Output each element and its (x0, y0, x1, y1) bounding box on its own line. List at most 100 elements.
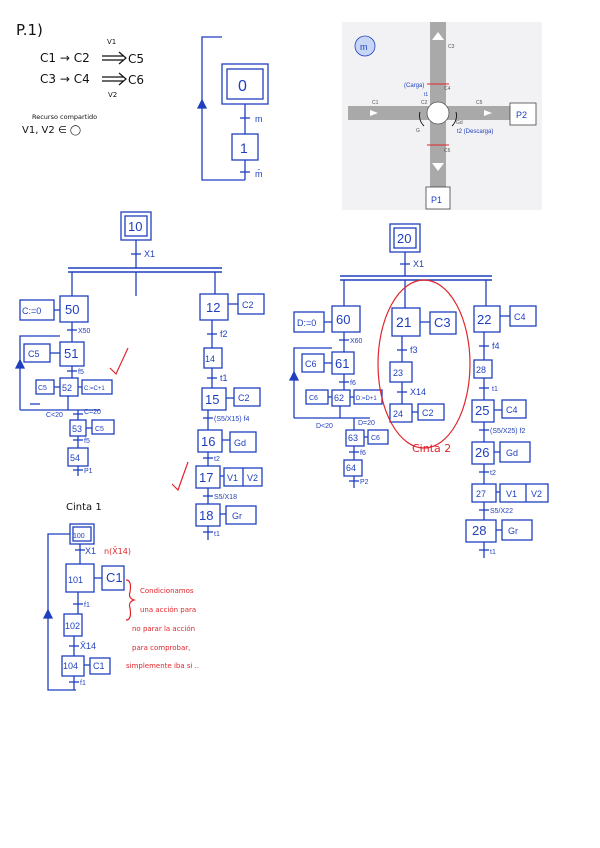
transition-17-label: S5/X18 (214, 494, 237, 501)
route-2-arrow-label: V2 (108, 91, 117, 99)
note-line-5: simplemente iba si .. (126, 662, 199, 670)
action-63-box (367, 429, 389, 445)
grafcet-right-labels: 20 X1 D:=0 60 X60 C6 61 f6 C6 62 D:=D+1 … (297, 231, 542, 556)
arrow-up-icon (196, 98, 208, 109)
step-27-label: 27 (476, 489, 486, 499)
grafcet-right (288, 223, 549, 558)
transition-21-label: f3 (410, 345, 418, 355)
step-102-box (63, 613, 83, 637)
arrow-up-icon (288, 370, 300, 381)
step-22-box (473, 305, 501, 333)
step-18-label: 18 (199, 508, 213, 523)
action-28-label: Gr (508, 526, 518, 536)
map-gd-label: Gd (456, 120, 463, 126)
note-line-4: para comprobar, (132, 644, 190, 652)
check-icon (171, 461, 189, 492)
action-21-label: C3 (434, 315, 451, 330)
map-c4-label: C4 (444, 86, 451, 92)
arrow-up-icon (432, 32, 444, 40)
transition-0-label: m (255, 114, 263, 124)
cinta-1-title: Cinta 1 (66, 502, 102, 513)
step-0-inner (226, 68, 264, 100)
layout-map (342, 22, 542, 210)
action-101-box (101, 565, 125, 591)
action-53-label: C5 (95, 426, 104, 433)
step-15-box (201, 387, 227, 411)
station-p1-box (425, 186, 451, 210)
action-63-label: C6 (371, 435, 380, 442)
step-12-box (199, 293, 229, 321)
step-63-box (345, 429, 365, 447)
action-17a-label: V1 (227, 473, 238, 483)
step-61-box (331, 351, 355, 375)
loop-back-line (293, 347, 332, 418)
action-22-box (509, 305, 537, 327)
transition-22-label: f4 (492, 341, 500, 351)
shared-resource-expr: V1, V2 ∈ ◯ (22, 125, 81, 136)
double-arrow-icon (102, 51, 127, 65)
station-p2-label: P2 (516, 110, 527, 120)
map-t1-label: t1 (424, 92, 428, 98)
step-16-label: 16 (201, 434, 215, 449)
transition-63-label: f6 (360, 450, 366, 457)
arrow-up-icon (14, 358, 26, 369)
action-60-label: D:=0 (297, 318, 316, 328)
action-62b-label: D:=D+1 (356, 396, 377, 402)
step-16-box (197, 429, 223, 453)
action-28-box (501, 519, 533, 541)
action-27b-label: V2 (531, 489, 542, 499)
transition-23-label: X14 (410, 387, 426, 397)
step-15-label: 15 (205, 392, 219, 407)
step-28a-box (473, 359, 493, 379)
action-24-box (417, 403, 445, 421)
action-18-label: Gr (232, 511, 242, 521)
action-101-label: C1 (106, 570, 123, 585)
action-12-box (237, 293, 265, 315)
step-21-label: 21 (396, 314, 412, 330)
step-24-label: 24 (393, 409, 403, 419)
action-26-label: Gd (506, 448, 518, 458)
transition-28-label: t1 (490, 549, 496, 556)
init-transition-label: X1 (144, 249, 155, 259)
action-24-label: C2 (422, 408, 434, 418)
step-104-box (61, 655, 85, 677)
transition-16-label: t2 (214, 456, 220, 463)
step-60-box (331, 305, 361, 333)
grafcet-left (14, 211, 265, 540)
note-line-1: Condicionamos (140, 587, 194, 595)
route-2-right: C6 (128, 73, 144, 87)
step-54-label: 54 (70, 453, 80, 463)
action-15-box (233, 387, 261, 407)
map-c6-label: C6 (444, 148, 451, 154)
grafcet-top (196, 36, 269, 181)
step-20-inner (393, 227, 417, 249)
step-1-label: 1 (240, 140, 248, 156)
transition-50-label: X50 (78, 328, 91, 335)
transition-51-label: f5 (78, 369, 84, 376)
station-p2-box (509, 102, 537, 126)
rotate-arrow-icon (419, 111, 425, 127)
step-22-label: 22 (477, 312, 491, 327)
init-transition-label: X1 (85, 546, 96, 556)
rotate-arrow-icon (451, 111, 457, 127)
action-21-box (429, 311, 457, 335)
annotation-note: Condicionamos una acción para no parar l… (126, 587, 199, 670)
step-12-label: 12 (206, 300, 220, 315)
transition-64-label: P2 (360, 479, 369, 486)
transition-27-label: S5/X22 (490, 508, 513, 515)
step-14-box (203, 347, 223, 369)
step-60-label: 60 (336, 312, 350, 327)
step-23-box (389, 361, 413, 383)
transition-26-label: t2 (490, 470, 496, 477)
arrow-up-icon (42, 608, 54, 619)
action-18-box (225, 505, 257, 525)
transition-25-label: (S5/X25) f2 (490, 428, 526, 435)
transition-61-label: f6 (350, 380, 356, 387)
step-52-label: 52 (62, 383, 72, 393)
loop-line (201, 36, 245, 181)
transition-54-label: P1 (84, 468, 93, 475)
cinta-2-label: Cinta 2 (412, 442, 451, 455)
map-badge-label: m (360, 42, 368, 52)
action-52a-label: C5 (38, 385, 47, 392)
